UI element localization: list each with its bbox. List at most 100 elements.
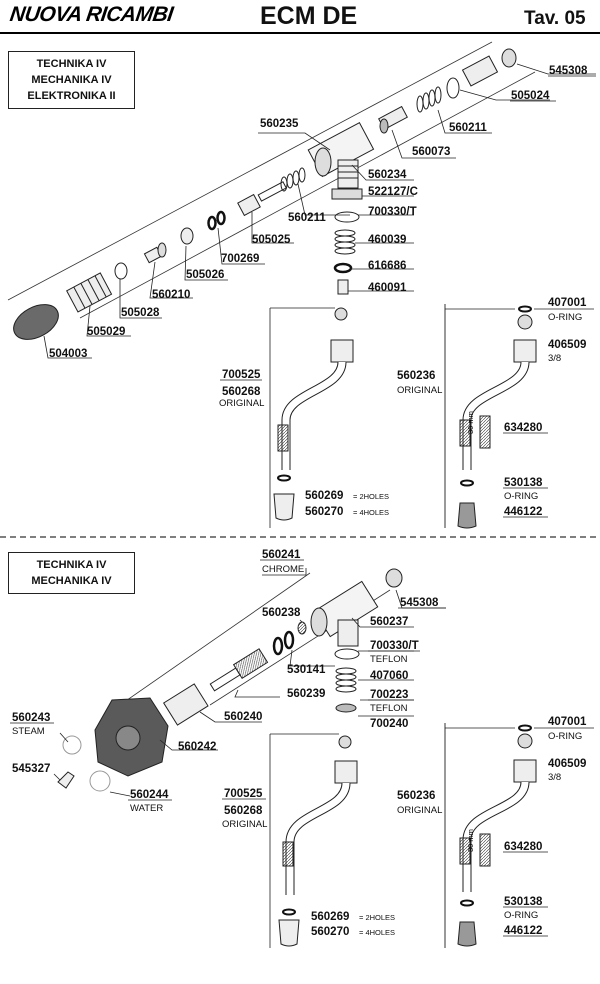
part-label: 560269 [305,490,343,502]
knob-part [13,304,59,340]
part-label: 460091 [368,282,407,294]
part-label: 560270 [305,506,343,518]
part-label: 560211 [449,122,487,134]
cap-part [57,771,75,789]
part-label: 560268 [224,805,263,817]
pin-part [143,242,167,264]
nut-part [163,683,209,726]
scale-label: 30 mm [466,411,475,434]
label-underlines-bottom [10,559,548,937]
insert-part [378,105,408,134]
part-label: 407001 [548,716,587,728]
part-label: 700525 [224,788,263,800]
part-label: 560236 [397,370,435,382]
water-disc-part [89,770,111,792]
part-label: 505024 [511,90,550,102]
part-note: = 2HOLES [359,913,395,922]
part-label: 530138 [504,896,543,908]
vertical-stack-bottom [334,648,360,713]
part-label: 560210 [152,289,190,301]
part-label: 446122 [504,506,542,518]
model-name: MECHANIKA IV [31,575,112,587]
part-note: TEFLON [370,703,408,714]
part-label: 560238 [262,607,301,619]
part-label: 560234 [368,169,407,181]
model-name: TECHNIKA IV [36,58,107,70]
spring-part [280,167,306,192]
part-label: 616686 [368,260,406,272]
part-label: 560268 [222,386,261,398]
part-label: 406509 [548,339,586,351]
part-note: 3/8 [548,353,561,364]
part-label: 560244 [130,789,169,801]
part-note: O-RING [548,731,582,742]
part-label: 407060 [370,670,408,682]
part-label: 700330/T [368,206,417,218]
washer-part [446,77,460,99]
part-label: 407001 [548,297,587,309]
exploded-axis-top [7,41,536,319]
part-note: O-RING [504,910,538,921]
valve-body-part [307,121,375,189]
model-name: TECHNIKA IV [36,559,107,571]
part-note: = 4HOLES [359,928,395,937]
part-note: ORIGINAL [219,398,264,409]
part-label: 545308 [400,597,439,609]
part-note: = 4HOLES [353,508,389,517]
part-label: 700330/T [370,640,419,652]
part-label: 504003 [49,348,87,360]
part-label: 560240 [224,711,262,723]
spindle-part [209,648,269,692]
page-title: ECM DE [260,2,358,30]
leader-lines-top [43,63,596,528]
part-label: 560235 [260,118,299,130]
part-label: 560242 [178,741,216,753]
steam-disc-part [62,735,82,755]
steam-hose-left-bottom [278,735,358,947]
part-label: 460039 [368,234,406,246]
steam-hose-right-top: 30 mm [444,304,537,529]
seal-part [180,227,194,245]
part-label: 505025 [252,234,291,246]
part-label: 700525 [222,369,261,381]
part-note: O-RING [504,491,538,502]
part-label: 446122 [504,925,542,937]
o-ring-part [272,630,295,656]
part-label: 406509 [548,758,586,770]
part-label: 634280 [504,841,542,853]
part-note: CHROME [262,564,304,575]
part-label: 700269 [221,253,259,265]
steam-hose-right-bottom: 30 mm [444,723,537,948]
part-label: 560236 [397,790,435,802]
models-box-top: TECHNIKA IV MECHANIKA IV ELEKTRONIKA II [8,51,135,109]
insert-part [297,621,307,635]
nut-part [66,272,113,313]
part-label: 522127/C [368,186,418,198]
model-name: ELEKTRONIKA II [27,90,116,102]
part-label: 700223 [370,689,408,701]
part-label: 530141 [287,664,326,676]
part-note: WATER [130,803,163,814]
spring-part [416,86,442,113]
part-label: 505028 [121,307,160,319]
washer-part [114,262,128,280]
table-number: Tav. 05 [524,8,586,29]
label-underlines-top [220,75,596,518]
part-label: 560073 [412,146,450,158]
part-label: 560243 [12,712,50,724]
models-box-bottom: TECHNIKA IV MECHANIKA IV [8,552,135,594]
steam-hose-left-top [273,307,354,521]
scale-label: 30 mm [466,829,475,852]
part-label: 560211 [288,212,326,224]
vertical-stack-top [331,188,363,295]
part-note: STEAM [12,726,45,737]
model-name: MECHANIKA IV [31,74,112,86]
part-note: ORIGINAL [397,385,442,396]
part-label: 545327 [12,763,50,775]
part-label: 545308 [549,65,588,77]
part-label: 560237 [370,616,408,628]
part-label: 505029 [87,326,125,338]
part-label: 560239 [287,688,325,700]
part-label: 505026 [186,269,224,281]
